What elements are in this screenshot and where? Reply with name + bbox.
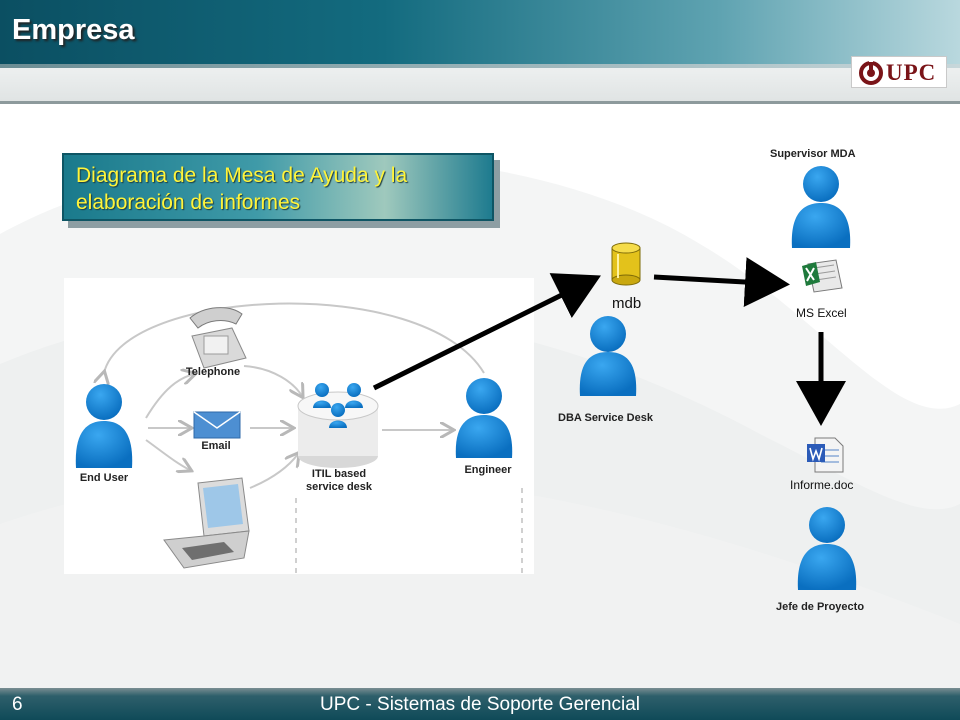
slide-header: Empresa UPC bbox=[0, 0, 960, 104]
upc-logo-mark-icon bbox=[859, 60, 883, 85]
arrow-to-laptop bbox=[145, 439, 190, 470]
database-label: mdb bbox=[612, 295, 642, 312]
excel-label: MS Excel bbox=[796, 306, 847, 320]
jefe-person-icon bbox=[797, 507, 857, 590]
diagram-title-line-1: Diagrama de la Mesa de Ayuda y la bbox=[76, 164, 408, 187]
arrow-desk-to-mdb bbox=[372, 273, 601, 391]
end-user-icon bbox=[75, 384, 133, 468]
laptop-icon bbox=[163, 477, 250, 569]
diagram-title: Diagrama de la Mesa de Ayuda y la elabor… bbox=[76, 162, 486, 216]
upc-logo: UPC bbox=[851, 56, 947, 88]
service-desk-label-line-2: service desk bbox=[305, 481, 373, 493]
arrow-mdb-to-excel bbox=[653, 257, 790, 308]
header-band bbox=[0, 0, 960, 68]
end-user-label: End User bbox=[79, 472, 129, 484]
email-label: Email bbox=[201, 440, 231, 452]
arrow-to-telephone bbox=[145, 374, 194, 419]
telephone-icon bbox=[189, 307, 247, 369]
service-desk-label-line-1: ITIL based bbox=[311, 468, 367, 480]
jefe-label: Jefe de Proyecto bbox=[776, 601, 865, 613]
word-label: Informe.doc bbox=[790, 478, 854, 492]
engineer-label: Engineer bbox=[464, 464, 512, 476]
header-divider bbox=[0, 101, 960, 104]
excel-icon bbox=[802, 259, 843, 293]
slide-footer: UPC - Sistemas de Soporte Gerencial 6 bbox=[0, 688, 960, 720]
service-desk-label: ITIL based service desk bbox=[294, 468, 384, 494]
arrow-tel-to-desk bbox=[243, 365, 302, 396]
logo-text: UPC bbox=[886, 60, 937, 85]
arc-top-arrow bbox=[104, 302, 485, 373]
telephone-label: Telephone bbox=[185, 366, 241, 378]
service-desk-icon bbox=[297, 383, 379, 468]
page-number: 6 bbox=[12, 694, 23, 715]
supervisor-person-icon bbox=[791, 166, 851, 248]
database-icon bbox=[611, 242, 641, 286]
dba-person-icon bbox=[579, 316, 637, 396]
footer-text: UPC - Sistemas de Soporte Gerencial bbox=[320, 694, 640, 715]
engineer-icon bbox=[455, 378, 513, 458]
diagram-title-line-2: elaboración de informes bbox=[76, 191, 301, 214]
word-document-icon bbox=[807, 437, 844, 473]
service-desk-diagram bbox=[75, 302, 523, 574]
supervisor-label: Supervisor MDA bbox=[770, 148, 856, 160]
dba-label: DBA Service Desk bbox=[558, 412, 653, 424]
email-icon bbox=[193, 411, 241, 439]
diagram-title-box: Diagrama de la Mesa de Ayuda y la elabor… bbox=[62, 153, 494, 221]
slide-title: Empresa bbox=[12, 14, 135, 46]
service-desk-picture: End User Telephone Email ITIL based serv… bbox=[64, 278, 534, 574]
arrow-laptop-to-desk bbox=[249, 454, 298, 489]
